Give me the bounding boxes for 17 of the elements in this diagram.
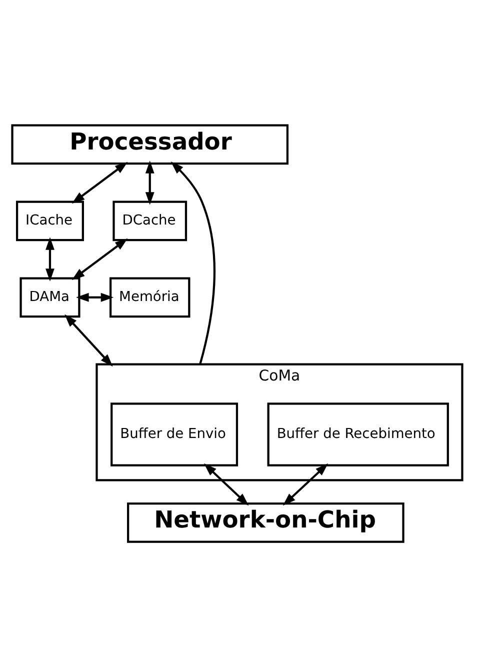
arrow: [170, 161, 216, 364]
node-box: ICache: [16, 200, 84, 241]
arrow: [282, 462, 328, 506]
arrow: [72, 161, 128, 204]
node-box: Buffer de Envio: [110, 402, 238, 466]
arrow: [145, 160, 154, 204]
node-box: DCache: [112, 200, 188, 241]
arrow: [72, 238, 128, 280]
arrow: [204, 462, 249, 506]
arrow: [64, 314, 113, 366]
node-box: Network-on-Chip: [127, 502, 404, 542]
arrow: [76, 292, 114, 302]
node-box: Processador: [11, 124, 289, 164]
arrow: [46, 236, 54, 281]
node-box: Buffer de Recebimento: [267, 402, 449, 466]
node-box: DAMa: [20, 276, 80, 318]
node-box: Memória: [109, 276, 190, 318]
